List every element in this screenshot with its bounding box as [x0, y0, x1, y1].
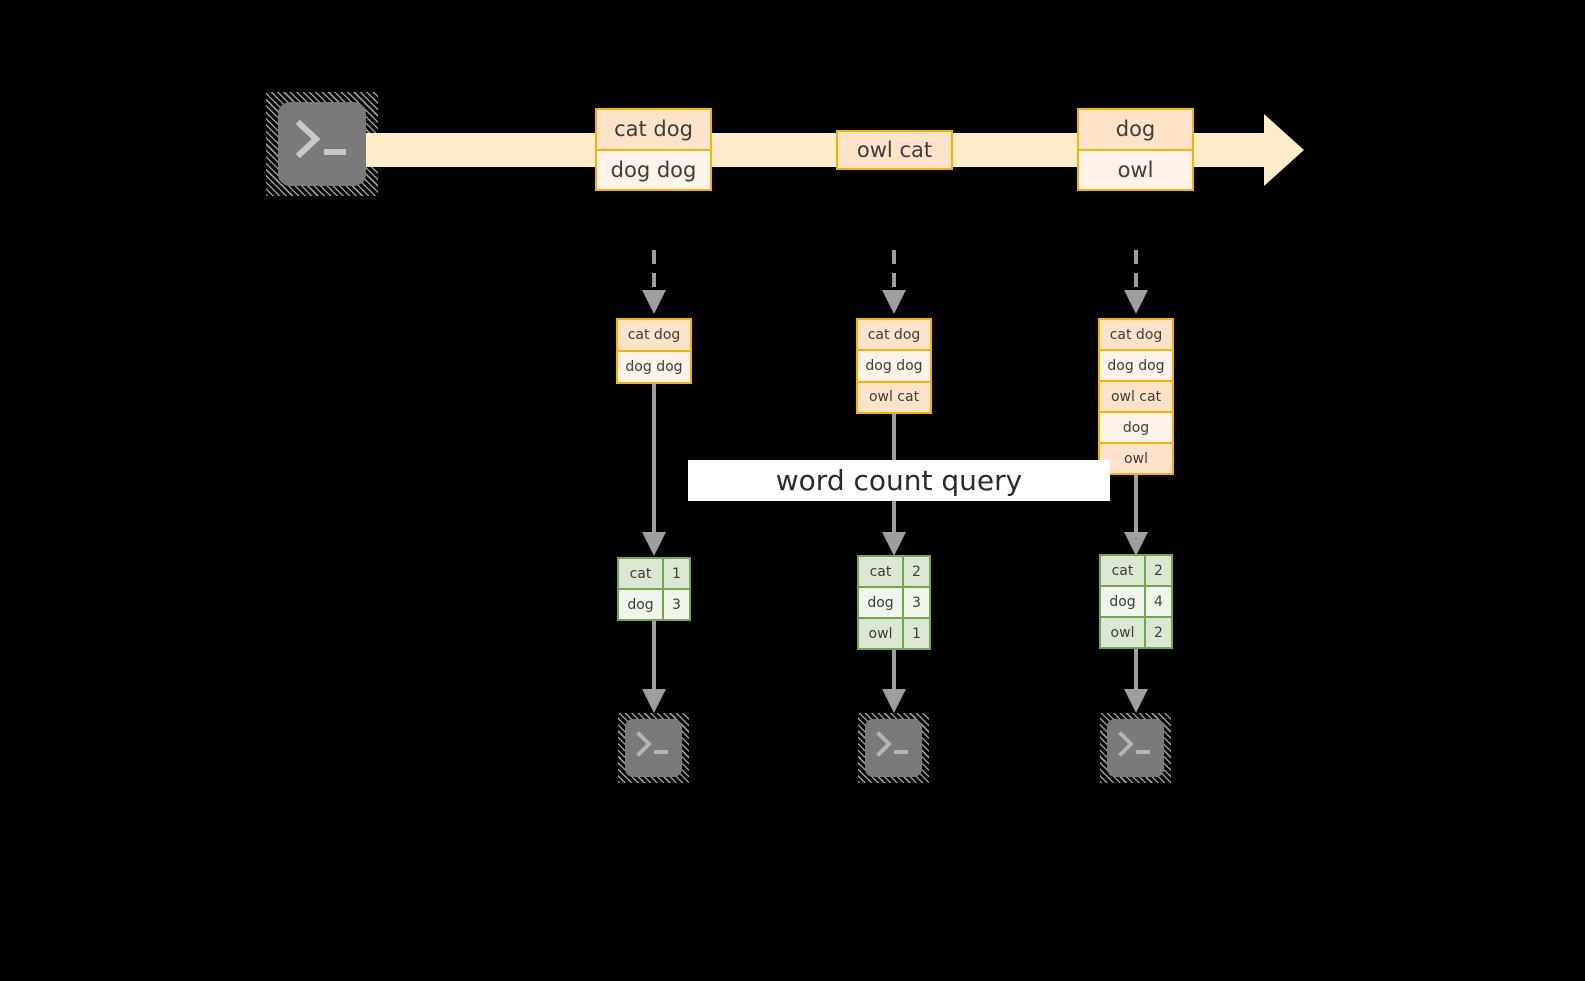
result-count: 2: [1154, 562, 1163, 579]
result-word: cat: [1101, 556, 1146, 585]
result-word: dog: [619, 590, 664, 619]
snapshot-input-line: dog dog: [858, 349, 930, 381]
snapshot-2-input-stack: cat dog dog dog owl cat: [856, 318, 932, 414]
table-row: cat 2: [859, 557, 929, 586]
snapshot-input-line: dog dog: [618, 350, 690, 382]
result-word: owl: [859, 619, 904, 648]
query-label: word count query: [688, 460, 1110, 501]
terminal-prompt-glyph: [636, 731, 668, 757]
snapshot-1-sink-terminal-icon: [618, 713, 689, 783]
snapshot-input-line: dog dog: [1100, 349, 1172, 380]
terminal-body: [865, 719, 922, 777]
snapshot-3-sink-arrow: [1124, 649, 1148, 713]
terminal-prompt-glyph: [1118, 731, 1150, 757]
snapshot-input-line: cat dog: [618, 320, 690, 350]
table-row: dog 3: [859, 586, 929, 617]
source-terminal-icon: [266, 92, 378, 196]
terminal-prompt-glyph: [295, 119, 346, 159]
terminal-body: [278, 102, 366, 186]
snapshot-2-sink-arrow: [882, 650, 906, 713]
snapshot-1-result-table: cat 1 dog 3: [617, 557, 691, 621]
table-row: dog 4: [1101, 585, 1171, 616]
stream-group-3: dog owl: [1077, 108, 1194, 191]
result-word: dog: [1101, 587, 1146, 616]
snapshot-input-line: owl: [1100, 442, 1172, 473]
snapshot-3-sink-terminal-icon: [1100, 713, 1171, 783]
stream-line: owl cat: [838, 132, 951, 168]
terminal-body: [625, 719, 682, 777]
snapshot-1-trigger-arrow: [642, 250, 666, 314]
table-row: cat 2: [1101, 556, 1171, 585]
snapshot-3-result-table: cat 2 dog 4 owl 2: [1099, 554, 1173, 649]
table-row: owl 1: [859, 617, 929, 648]
snapshot-input-line: owl cat: [1100, 380, 1172, 411]
snapshot-input-line: cat dog: [858, 320, 930, 350]
table-row: owl 2: [1101, 616, 1171, 647]
stream-group-1: cat dog dog dog: [595, 108, 712, 191]
result-count: 4: [1154, 593, 1163, 610]
stream-line: cat dog: [597, 110, 710, 149]
result-count: 2: [912, 563, 921, 580]
stream-line: dog: [1079, 110, 1192, 149]
table-row: cat 1: [619, 559, 689, 588]
snapshot-2-sink-terminal-icon: [858, 713, 929, 783]
snapshot-2-result-table: cat 2 dog 3 owl 1: [857, 555, 931, 650]
result-word: cat: [859, 557, 904, 586]
stream-band-arrowhead: [1264, 114, 1304, 186]
stream-line: dog dog: [597, 148, 710, 189]
snapshot-3-input-stack: cat dog dog dog owl cat dog owl: [1098, 318, 1174, 475]
terminal-body: [1107, 719, 1164, 777]
table-row: dog 3: [619, 588, 689, 619]
result-word: cat: [619, 559, 664, 588]
snapshot-1-query-arrow: [642, 384, 666, 556]
snapshot-input-line: dog: [1100, 411, 1172, 442]
stream-line: owl: [1079, 148, 1192, 189]
result-count: 3: [912, 594, 921, 611]
snapshot-input-line: cat dog: [1100, 320, 1172, 349]
terminal-prompt-glyph: [876, 731, 908, 757]
snapshot-1-sink-arrow: [642, 621, 666, 713]
result-word: dog: [859, 588, 904, 617]
result-word: owl: [1101, 618, 1146, 647]
snapshot-3-trigger-arrow: [1124, 250, 1148, 314]
stream-group-2: owl cat: [836, 130, 953, 170]
snapshot-1-input-stack: cat dog dog dog: [616, 318, 692, 384]
snapshot-2-trigger-arrow: [882, 250, 906, 314]
result-count: 3: [672, 596, 681, 613]
snapshot-3-query-arrow: [1124, 475, 1148, 556]
query-label-text: word count query: [775, 464, 1023, 497]
snapshot-input-line: owl cat: [858, 380, 930, 412]
result-count: 2: [1154, 624, 1163, 641]
result-count: 1: [672, 565, 681, 582]
result-count: 1: [912, 625, 921, 642]
